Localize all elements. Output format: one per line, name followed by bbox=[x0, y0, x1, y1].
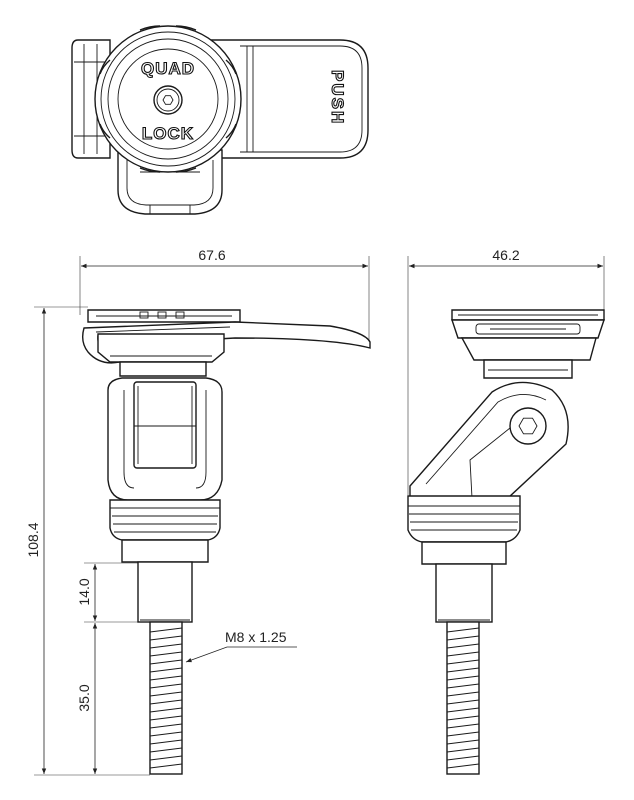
side-pivot-bolt bbox=[509, 407, 547, 445]
front-collar bbox=[121, 539, 209, 563]
dim-width-side: 46.2 bbox=[492, 247, 519, 263]
front-base bbox=[109, 499, 221, 541]
mount-head-face bbox=[117, 48, 219, 150]
side-neck bbox=[483, 359, 573, 379]
front-lever bbox=[81, 321, 371, 364]
dim-total-height: 108.4 bbox=[25, 522, 41, 557]
front-view bbox=[81, 309, 371, 775]
side-pivot-arm bbox=[409, 381, 569, 499]
front-thread bbox=[149, 627, 183, 769]
top-view: PUSH QUAD LOCK bbox=[71, 25, 369, 215]
logo-line-1: QUAD bbox=[141, 59, 195, 78]
front-neck bbox=[119, 361, 207, 377]
side-base bbox=[407, 495, 521, 543]
dim-thread-length: 35.0 bbox=[76, 684, 92, 711]
logo-line-2: LOCK bbox=[142, 124, 194, 143]
side-view bbox=[407, 309, 605, 775]
push-label: PUSH bbox=[328, 70, 347, 125]
side-collar bbox=[421, 541, 507, 565]
dim-collar-height: 14.0 bbox=[76, 578, 92, 605]
thread-spec-label: M8 x 1.25 bbox=[225, 629, 287, 645]
dimension-lines: 67.6 46.2 108.4 14.0 35.0 M8 x 1.25 bbox=[25, 247, 605, 776]
side-thread bbox=[446, 627, 480, 769]
center-screw bbox=[153, 85, 183, 115]
dim-width-front: 67.6 bbox=[198, 247, 225, 263]
